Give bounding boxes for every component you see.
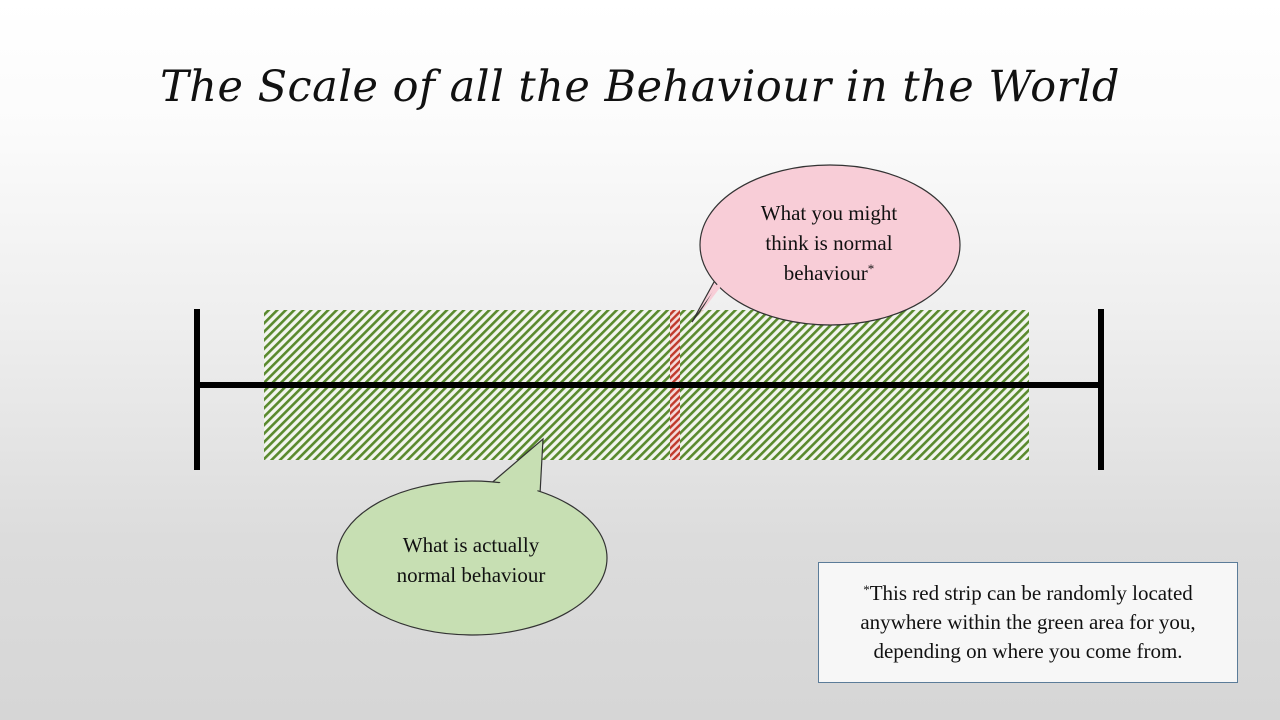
footnote-line-2: anywhere within the green area for you,	[860, 610, 1196, 634]
actual-normal-bubble	[336, 437, 608, 636]
footnote-marker: *	[867, 261, 875, 276]
perceived-normal-line-3-text: behaviour	[783, 261, 868, 285]
perceived-normal-line-1: What you might	[760, 201, 898, 225]
actual-normal-line-2: normal behaviour	[396, 563, 546, 587]
footnote-line-3: depending on where you come from.	[873, 639, 1183, 663]
perceived-normal-bubble	[691, 164, 961, 326]
footnote-line-1: *This red strip can be randomly located	[819, 579, 1237, 608]
actual-normal-label: What is actually normal behaviour	[350, 530, 592, 590]
footnote-box-marker: *	[863, 582, 870, 597]
actual-normal-line-1: What is actually	[402, 533, 540, 557]
perceived-normal-label: What you might think is normal behaviour…	[718, 198, 940, 288]
slide-title: The Scale of all the Behaviour in the Wo…	[160, 62, 1120, 112]
perceived-normal-line-3: behaviour*	[718, 258, 940, 288]
footnote-box: *This red strip can be randomly located …	[818, 562, 1238, 683]
footnote-line-1-text: This red strip can be randomly located	[869, 581, 1193, 605]
perceived-normal-line-2: think is normal	[765, 231, 893, 255]
